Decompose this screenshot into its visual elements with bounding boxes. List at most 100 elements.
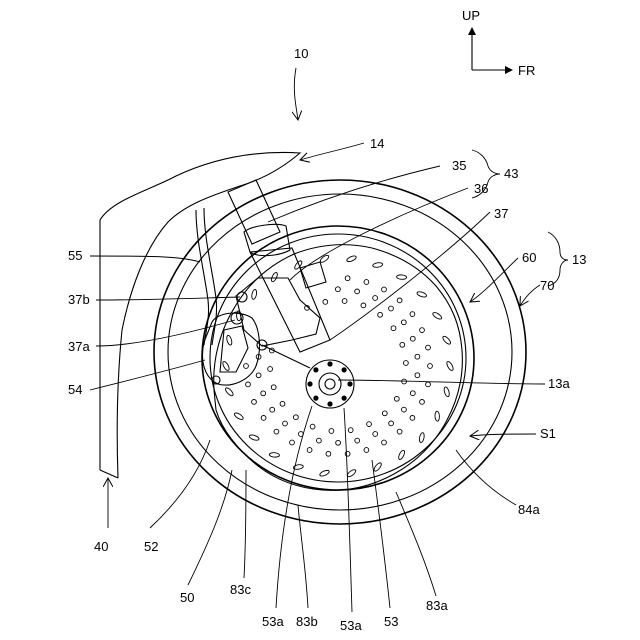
drill-hole <box>290 440 295 445</box>
drill-hole <box>244 364 249 369</box>
leader-13a <box>338 380 545 384</box>
disc-slot <box>226 335 233 346</box>
leader-14 <box>300 143 364 160</box>
disc-slot <box>419 432 425 443</box>
hub-bolt <box>342 396 347 401</box>
leader-37b <box>96 297 240 300</box>
drill-hole <box>336 287 341 292</box>
drill-hole <box>410 391 415 396</box>
label-83b: 83b <box>296 614 318 629</box>
drill-hole <box>415 373 420 378</box>
forward-label: FR <box>518 63 535 78</box>
fender <box>100 152 300 478</box>
label-50: 50 <box>180 590 194 605</box>
brake-disc-outline <box>214 245 463 491</box>
label-40: 40 <box>94 539 108 554</box>
drill-hole <box>382 411 387 416</box>
label-S1: S1 <box>540 426 556 441</box>
drill-hole <box>345 276 350 281</box>
disc-slot <box>432 311 443 320</box>
hub-outer <box>306 360 354 408</box>
label-13a: 13a <box>548 376 570 391</box>
hub-bolt <box>347 381 352 386</box>
drill-hole <box>261 416 266 421</box>
label-54: 54 <box>68 382 82 397</box>
label-35: 35 <box>452 158 466 173</box>
leader-53 <box>372 460 390 608</box>
torque-link <box>262 345 310 368</box>
drill-hole <box>378 312 383 317</box>
drill-hole <box>428 364 433 369</box>
drill-hole <box>270 407 275 412</box>
drill-hole <box>404 361 409 366</box>
disc-slot <box>435 411 440 421</box>
label-70: 70 <box>540 278 554 293</box>
drill-hole <box>426 382 431 387</box>
leader-36 <box>290 188 468 280</box>
orientation-indicator: UP FR <box>462 8 535 78</box>
label-53: 53 <box>384 614 398 629</box>
drill-hole <box>394 396 399 401</box>
hub-bolt <box>327 401 332 406</box>
disc-slot <box>251 289 257 300</box>
fork-upper-tube <box>228 180 280 244</box>
drill-hole <box>420 400 425 405</box>
fork-lower-leg <box>250 248 330 352</box>
fender-body <box>100 152 300 478</box>
label-10: 10 <box>294 46 308 61</box>
disc-slot <box>446 361 455 372</box>
drill-hole <box>280 401 285 406</box>
drill-hole <box>317 438 322 443</box>
drill-hole <box>397 429 402 434</box>
drill-hole <box>401 320 406 325</box>
disc-slot <box>443 386 450 397</box>
drill-hole <box>246 382 251 387</box>
fork-bracket <box>300 262 326 288</box>
drill-hole <box>410 336 415 341</box>
drill-hole <box>397 298 402 303</box>
fork-dust-seal <box>244 224 290 255</box>
label-55: 55 <box>68 248 82 263</box>
drill-hole <box>373 432 378 437</box>
hub-bolt <box>342 367 347 372</box>
leader-54 <box>90 360 205 390</box>
leader-83a <box>396 492 436 596</box>
disc-slot <box>397 449 405 460</box>
drill-hole <box>323 300 328 305</box>
disc-slot <box>319 254 330 264</box>
drill-hole <box>271 385 276 390</box>
braces <box>472 150 568 286</box>
axle-hub <box>306 360 354 408</box>
drill-hole <box>261 391 266 396</box>
label-84a: 84a <box>518 502 540 517</box>
disc-slot <box>346 255 357 263</box>
drill-hole <box>367 422 372 427</box>
drill-hole <box>326 451 331 456</box>
label-36: 36 <box>474 181 488 196</box>
drill-hole <box>420 328 425 333</box>
disc-slot <box>442 335 452 345</box>
hub-bolt <box>313 396 318 401</box>
drill-hole <box>402 407 407 412</box>
drill-hole <box>256 373 261 378</box>
drill-hole <box>400 342 405 347</box>
label-37: 37 <box>494 206 508 221</box>
hub-bolt <box>327 361 332 366</box>
drill-hole <box>294 415 299 420</box>
disc-slot <box>224 387 234 397</box>
disc-slot <box>269 452 279 457</box>
drill-hole <box>373 296 378 301</box>
drill-hole <box>307 448 312 453</box>
up-label: UP <box>462 8 480 23</box>
label-83a: 83a <box>426 598 448 613</box>
drill-hole <box>348 428 353 433</box>
drill-hole <box>382 287 387 292</box>
label-52: 52 <box>144 539 158 554</box>
disc-slot <box>372 262 383 268</box>
drill-hole <box>310 424 315 429</box>
leader-83c <box>244 470 246 578</box>
drill-hole <box>410 416 415 421</box>
label-43: 43 <box>504 166 518 181</box>
disc-slot <box>416 291 427 298</box>
